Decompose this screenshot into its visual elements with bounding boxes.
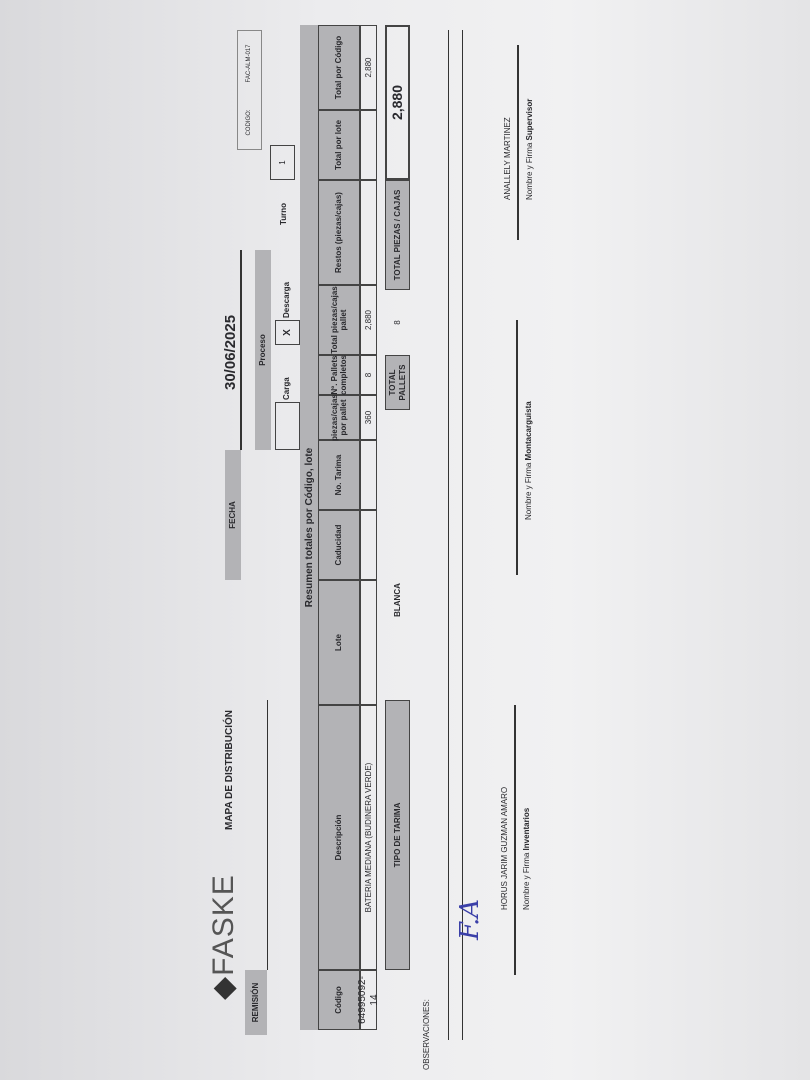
observaciones-label: OBSERVACIONES: — [422, 999, 431, 1070]
total-pallets-label: TOTAL PALLETS — [385, 355, 410, 410]
faske-logo: ◆FASKE — [207, 874, 240, 1000]
tipo-tarima-value: BLANCA — [392, 583, 402, 617]
cell-pallets-completos: 8 — [360, 355, 377, 395]
cell-total-por-lote — [360, 110, 377, 180]
cell-total-por-codigo: 2,880 — [360, 25, 377, 110]
inventarios-caption: Nombre y Firma Inventarios — [522, 808, 531, 910]
turno-field[interactable]: 1 — [270, 145, 295, 180]
observaciones-line[interactable] — [462, 30, 463, 1040]
codigo-value: FAC-ALM-017 — [246, 44, 253, 83]
codigo-box: CODIGO: FAC-ALM-017 — [237, 30, 262, 150]
column-header-pallets-completos: Nº. Pallets completos — [318, 355, 360, 395]
observaciones-line[interactable] — [448, 30, 449, 1040]
proceso-label: Proceso — [255, 250, 271, 450]
table-title: Resumen totales por Código, lote — [300, 25, 318, 1030]
descarga-checkbox[interactable]: X — [275, 320, 300, 345]
column-header-descripcion: Descripción — [318, 705, 360, 970]
column-header-total-por-lote: Total por lote — [318, 110, 360, 180]
column-header-piezas-por-pallet: piezas/cajas por pallet — [318, 394, 360, 441]
tipo-tarima-label: TIPO DE TARIMA — [385, 700, 410, 970]
fecha-label: FECHA — [225, 450, 241, 580]
column-header-no-tarima: No. Tarima — [318, 440, 360, 510]
column-header-total-piezas-pallet: Total piezas/cajas pallet — [318, 285, 360, 355]
cell-restos — [360, 180, 377, 285]
caption-role: Supervisor — [525, 98, 534, 141]
caption-label: Nombre y Firma — [524, 460, 533, 520]
total-piezas-value: 2,880 — [385, 25, 410, 180]
remision-label: REMISIÓN — [245, 970, 267, 1035]
caption-role: Montacarguista — [524, 401, 533, 461]
logo-text: FASKE — [207, 874, 240, 976]
inventarios-name: HORUS JARIM GUZMAN AMARO — [500, 786, 509, 910]
turno-label: Turno — [279, 202, 288, 225]
column-header-total-por-codigo: Total por Código — [318, 25, 360, 110]
cell-no-tarima — [360, 440, 377, 510]
caption-label: Nombre y Firma — [525, 140, 534, 200]
supervisor-caption: Nombre y Firma Supervisor — [525, 99, 534, 200]
cell-caducidad — [360, 510, 377, 580]
column-header-caducidad: Caducidad — [318, 510, 360, 580]
cell-piezas-por-pallet: 360 — [360, 395, 377, 440]
cell-descripcion: BATERIA MEDIANA (BUDINERA VERDE) — [360, 705, 377, 970]
column-header-restos: Restos (piezas/cajas) — [318, 180, 360, 285]
caption-role: Inventarios — [522, 807, 531, 851]
total-piezas-label: TOTAL PIEZAS / CAJAS — [385, 180, 410, 290]
cell-lote — [360, 580, 377, 705]
carga-checkbox[interactable] — [275, 402, 300, 450]
caption-label: Nombre y Firma — [522, 850, 531, 910]
carga-label: Carga — [282, 377, 291, 400]
supervisor-name: ANALLELY MARTINEZ — [503, 117, 512, 200]
cell-total-piezas-pallet: 2,880 — [360, 285, 377, 355]
total-pallets-value: 8 — [392, 320, 402, 325]
document-title: MAPA DE DISTRIBUCIÓN — [224, 710, 235, 830]
signature-inventarios: F.A — [455, 898, 485, 940]
column-header-codigo: Código — [318, 970, 360, 1030]
codigo-label: CODIGO: — [246, 109, 253, 136]
fecha-value: 30/06/2025 — [222, 314, 239, 390]
descarga-label: Descarga — [282, 281, 291, 318]
cell-codigo: 64995092-14 — [357, 970, 380, 1030]
montacarguista-caption: Nombre y Firma Montacarguista — [524, 401, 533, 520]
remision-field[interactable] — [267, 700, 268, 970]
column-header-lote: Lote — [318, 580, 360, 705]
